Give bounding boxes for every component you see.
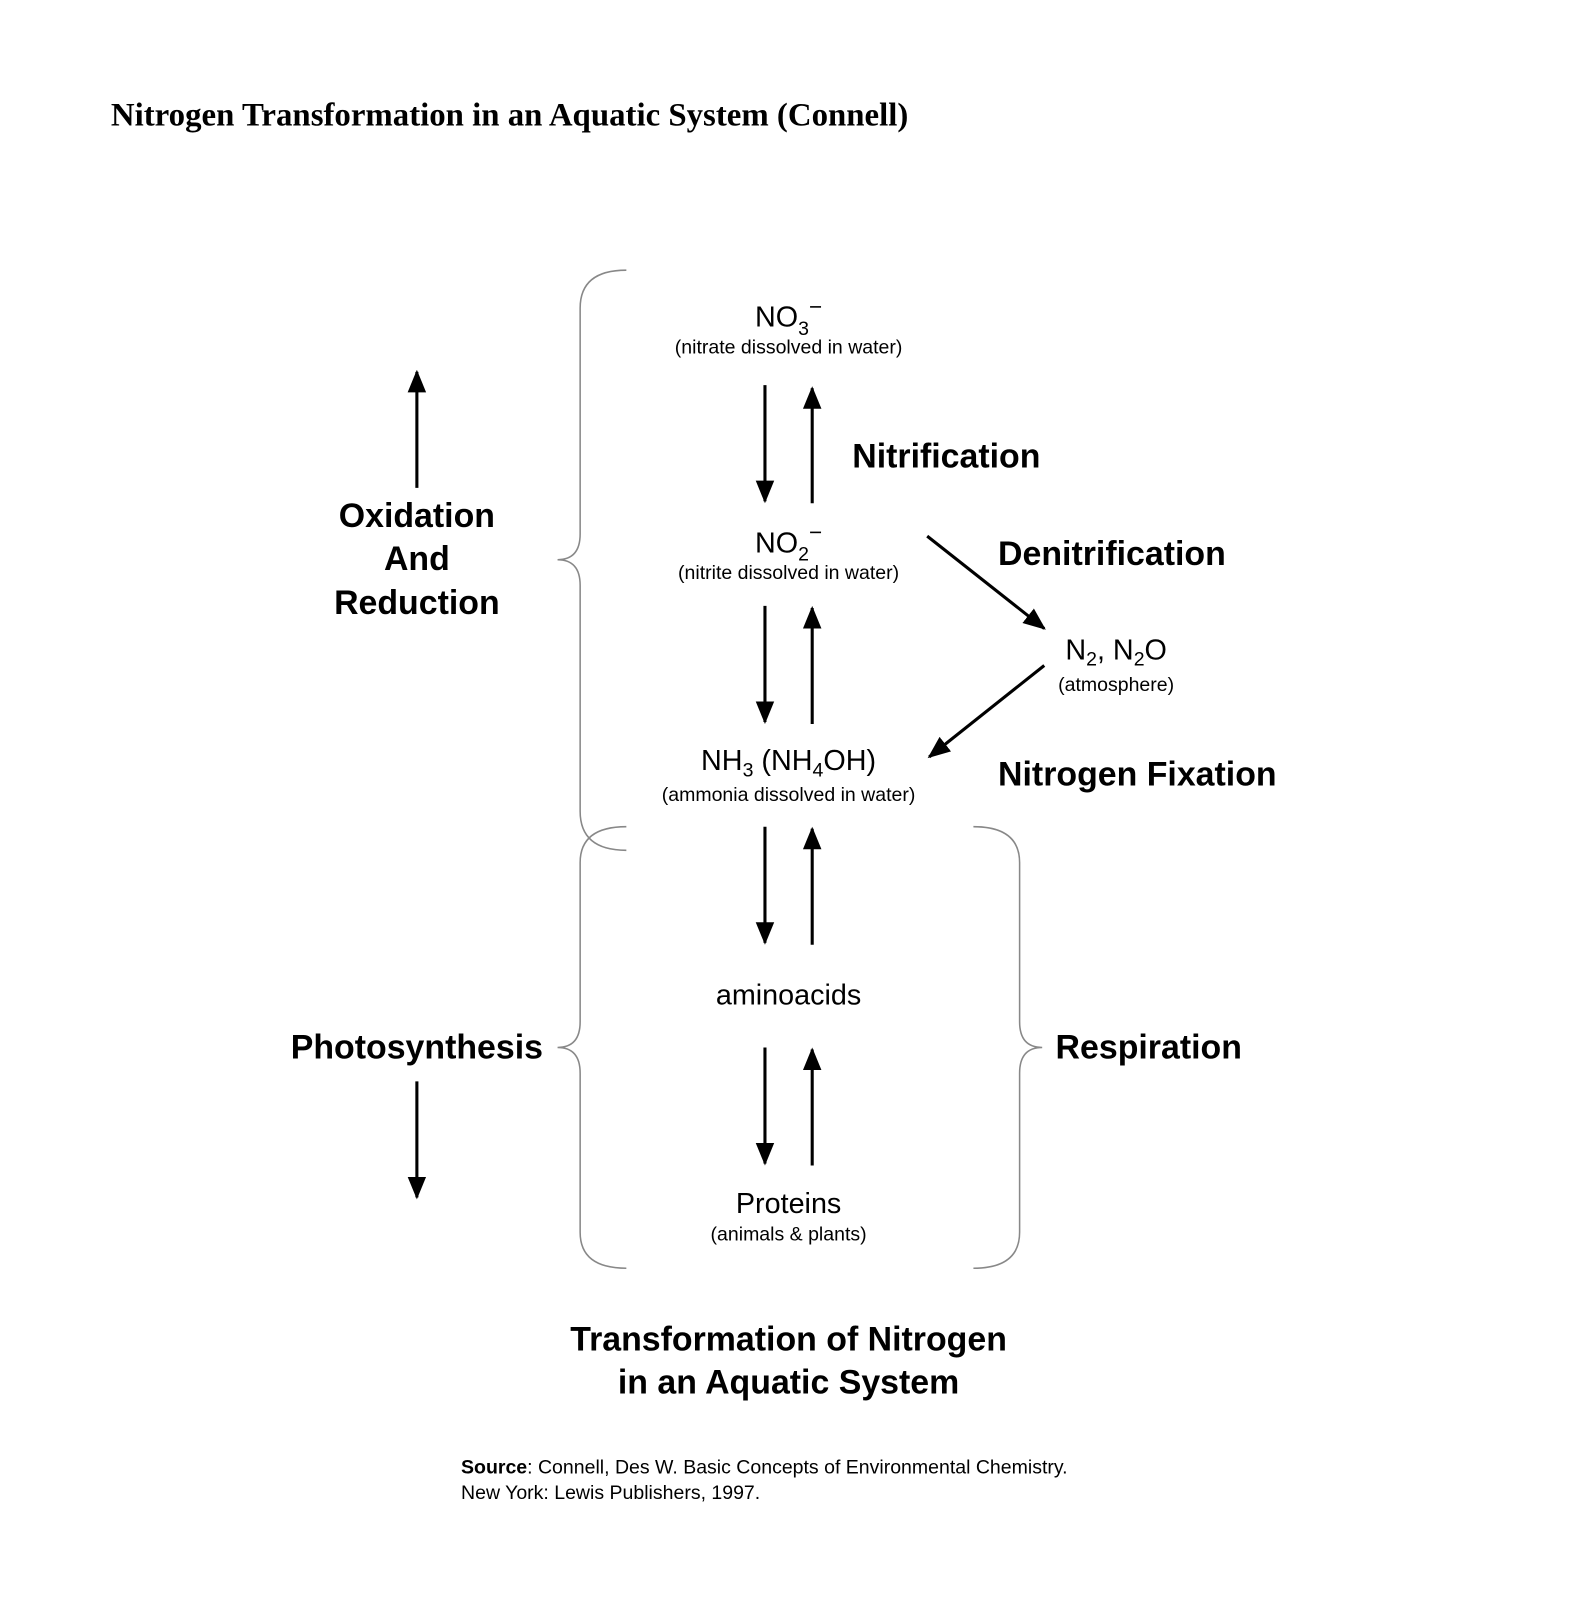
nitrite-desc: (nitrite dissolved in water): [678, 562, 899, 584]
brace-photosynthesis: [557, 825, 627, 1269]
label-denitrification: Denitrification: [998, 535, 1226, 573]
arrow-denitrification-icon: [926, 534, 1046, 630]
caption-line-2: in an Aquatic System: [618, 1363, 959, 1401]
ammonia-formula: NH3 (NH4OH): [701, 745, 876, 781]
label-nitrification: Nitrification: [852, 437, 1040, 475]
nitrate-formula: NO3−: [755, 294, 822, 340]
label-nitrogen-fixation: Nitrogen Fixation: [998, 756, 1277, 794]
proteins-label: Proteins: [736, 1188, 841, 1220]
label-and: And: [384, 540, 450, 578]
atmosphere-desc: (atmosphere): [1058, 674, 1174, 696]
brace-oxidation-reduction: [557, 269, 627, 852]
arrow-fixation-icon: [927, 664, 1046, 759]
proteins-desc: (animals & plants): [711, 1223, 867, 1245]
aminoacids-label: aminoacids: [716, 979, 861, 1011]
label-photosynthesis: Photosynthesis: [291, 1029, 543, 1067]
ammonia-desc: (ammonia dissolved in water): [662, 784, 916, 806]
nitrite-formula: NO2−: [755, 520, 822, 566]
source-line-2: New York: Lewis Publishers, 1997.: [461, 1482, 760, 1504]
atmosphere-formula: N2, N2O: [1065, 634, 1167, 670]
page-title: Nitrogen Transformation in an Aquatic Sy…: [111, 97, 908, 133]
label-oxidation: Oxidation: [339, 497, 495, 535]
brace-respiration: [973, 825, 1043, 1269]
label-respiration: Respiration: [1056, 1029, 1242, 1067]
source-line-1: Source: Connell, Des W. Basic Concepts o…: [461, 1457, 1068, 1479]
arrows: [407, 369, 1046, 1200]
nitrate-desc: (nitrate dissolved in water): [675, 336, 903, 358]
label-reduction: Reduction: [334, 584, 500, 622]
caption-line-1: Transformation of Nitrogen: [570, 1320, 1007, 1358]
